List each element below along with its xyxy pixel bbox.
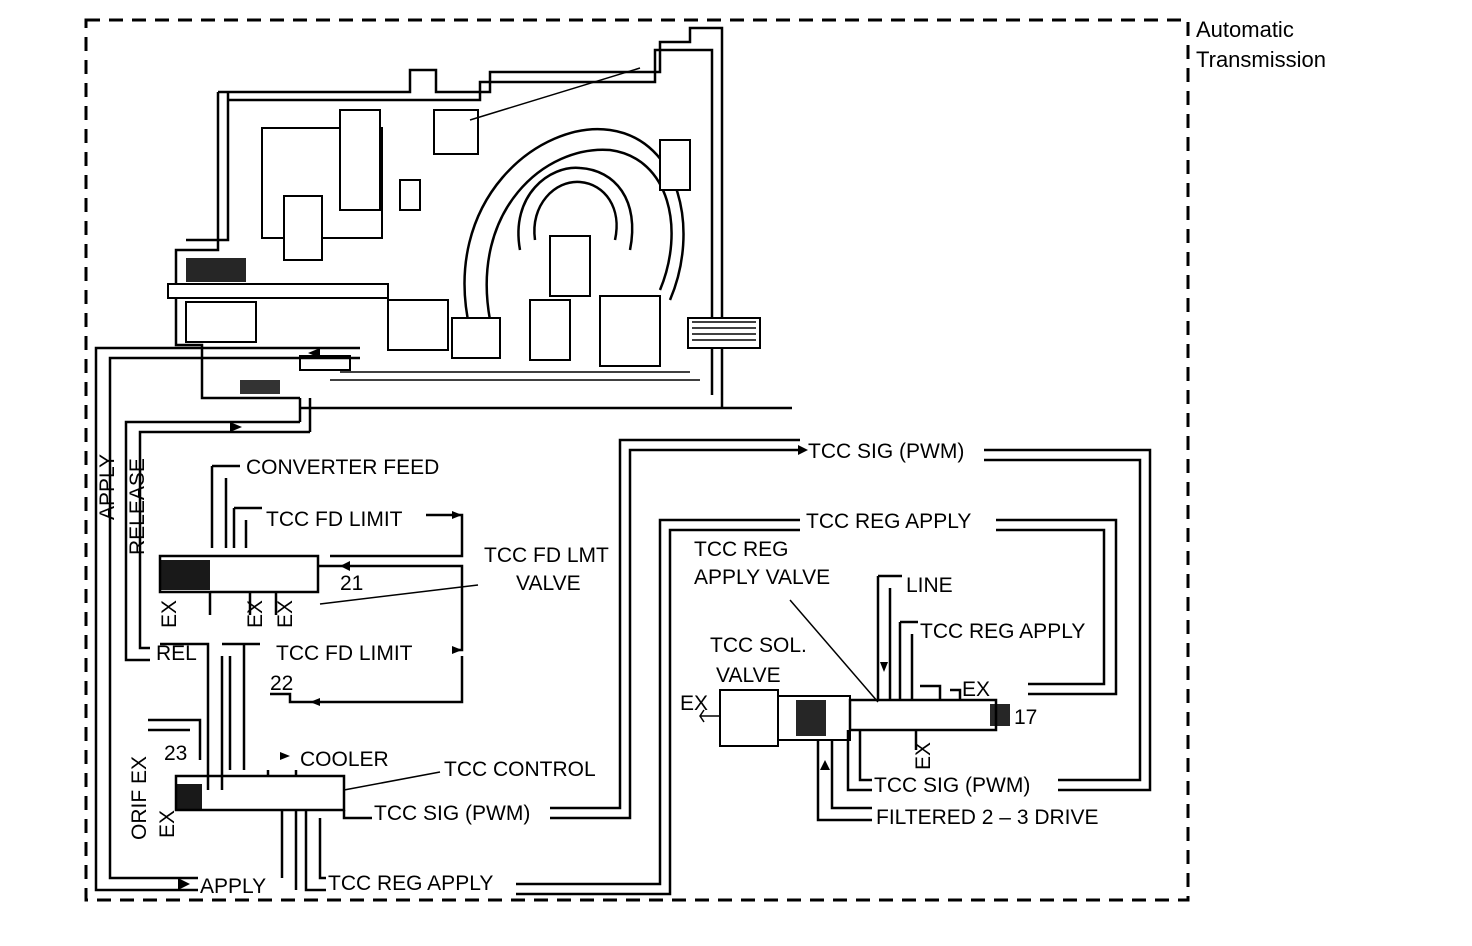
num-23-label: 23 [164, 742, 187, 765]
transmission-cross-section [167, 26, 792, 410]
tcc-fd-limit-top-label: TCC FD LIMIT [266, 508, 403, 531]
num-21-label: 21 [340, 572, 363, 595]
tcc-control-label: TCC CONTROL [444, 758, 596, 781]
release-vertical-label: RELEASE [126, 458, 149, 555]
tcc-reg-apply-right-label: TCC REG APPLY [920, 620, 1085, 643]
tcc-fd-lmt-valve-label-2: VALVE [516, 572, 581, 595]
line-label: LINE [906, 574, 953, 597]
ex-reg-top-label: EX [962, 678, 990, 701]
tcc-sig-pwm-top-label: TCC SIG (PWM) [808, 440, 964, 463]
ex-reg-bottom-label: EX [912, 742, 935, 770]
tcc-reg-apply-top-label: TCC REG APPLY [806, 510, 971, 533]
ex-control-label: EX [156, 810, 179, 838]
solenoid-body [719, 689, 779, 747]
tcc-reg-apply-valve-label-2: APPLY VALVE [694, 566, 830, 589]
tcc-sig-pwm-left-label: TCC SIG (PWM) [374, 802, 530, 825]
filtered-drive-label: FILTERED 2 – 3 DRIVE [876, 806, 1099, 829]
tcc-sig-pwm-right-label: TCC SIG (PWM) [874, 774, 1030, 797]
tcc-fd-lmt-valve: CONVERTER FEED TCC FD LIMIT 21 EX EX EX … [156, 456, 609, 790]
ex-fd-2-label: EX [244, 600, 267, 628]
ex-fd-1-label: EX [158, 600, 181, 628]
right-circuit: TCC SIG (PWM) TCC REG APPLY TCC REG APPL… [680, 440, 1152, 829]
cooler-label: COOLER [300, 748, 389, 771]
apply-release-lines: APPLY RELEASE APPLY [94, 346, 360, 898]
ex-sol-label: EX [680, 692, 708, 715]
apply-vertical-label: APPLY [96, 454, 119, 520]
num-17-label: 17 [1014, 706, 1037, 729]
tcc-reg-apply-bottom-label: TCC REG APPLY [328, 872, 493, 895]
title-line-1: Automatic [1196, 17, 1294, 42]
tcc-fd-lmt-valve-label-1: TCC FD LMT [484, 544, 609, 567]
tcc-control-valve: 23 ORIF EX EX COOLER TCC CONTROL TCC SIG… [128, 438, 800, 896]
tcc-sol-valve-label-2: VALVE [716, 664, 781, 687]
transmission-boundary [84, 18, 1190, 902]
apply-bottom-label: APPLY [200, 875, 266, 898]
converter-feed-label: CONVERTER FEED [246, 456, 439, 479]
orif-ex-label: ORIF EX [128, 756, 151, 840]
num-22-label: 22 [270, 672, 293, 695]
tcc-sol-valve-label-1: TCC SOL. [710, 634, 807, 657]
tcc-fd-limit-mid-label: TCC FD LIMIT [276, 642, 413, 665]
rel-label: REL [156, 642, 197, 665]
title-line-2: Transmission [1196, 47, 1326, 72]
tcc-reg-apply-valve-label-1: TCC REG [694, 538, 789, 561]
ex-fd-3-label: EX [274, 600, 297, 628]
